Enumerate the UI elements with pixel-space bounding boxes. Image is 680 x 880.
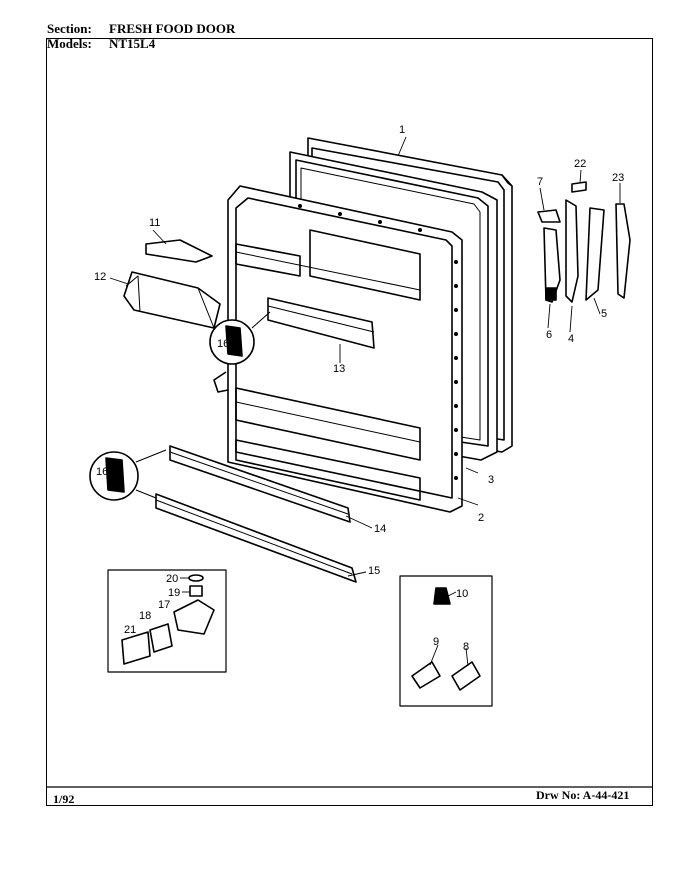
callout-16-lower: 16 xyxy=(96,466,108,478)
callout-12: 12 xyxy=(94,271,106,283)
callout-14: 14 xyxy=(374,523,386,535)
callout-13: 13 xyxy=(333,363,345,375)
hinge-cam-block xyxy=(545,287,557,301)
models-value: NT15L4 xyxy=(109,36,156,51)
callout-6: 6 xyxy=(546,329,552,341)
callout-20: 20 xyxy=(166,573,178,585)
callout-5: 5 xyxy=(601,308,607,320)
inner-door-liner xyxy=(213,185,463,513)
callout-17: 17 xyxy=(158,599,170,611)
shelf-bar-bottom xyxy=(155,493,357,583)
bar-end-cap-detail-upper xyxy=(209,311,271,365)
hinge-4 xyxy=(565,199,579,303)
footer-date: 1/92 xyxy=(53,792,75,806)
shelf-bar-middle xyxy=(267,297,375,349)
section-header: Section: FRESH FOOD DOOR xyxy=(47,22,235,36)
shelf-bar-lower xyxy=(169,445,351,523)
callout-10: 10 xyxy=(456,588,468,600)
callout-8: 8 xyxy=(463,641,469,653)
callout-3: 3 xyxy=(488,474,494,486)
shim-inset-box xyxy=(399,575,493,707)
callout-1: 1 xyxy=(399,124,405,136)
callout-9: 9 xyxy=(433,636,439,648)
hinge-bracket-7 xyxy=(537,209,561,223)
callout-4: 4 xyxy=(568,333,574,345)
hinge-cover-22 xyxy=(571,181,587,193)
callout-19: 19 xyxy=(168,587,180,599)
callout-7: 7 xyxy=(537,176,543,188)
callout-11: 11 xyxy=(149,217,160,229)
models-header: Models: NT15L4 xyxy=(47,37,155,51)
diagram-frame xyxy=(46,38,653,806)
callout-2: 2 xyxy=(478,512,484,524)
callout-15: 15 xyxy=(368,565,380,577)
door-stop-23 xyxy=(615,203,631,299)
dairy-compartment xyxy=(123,271,221,329)
callout-16-upper: 16 xyxy=(217,338,229,350)
callout-18: 18 xyxy=(139,610,151,622)
callout-21: 21 xyxy=(124,624,136,636)
hinge-inset-box xyxy=(107,569,227,673)
section-title: FRESH FOOD DOOR xyxy=(109,21,236,36)
dairy-door xyxy=(145,239,213,263)
models-label: Models: xyxy=(47,36,92,51)
bar-end-cap-detail-lower xyxy=(89,449,167,501)
callout-22: 22 xyxy=(574,158,586,170)
footer-drawing-number: Drw No: A-44-421 xyxy=(536,788,630,802)
hinge-cover-5 xyxy=(585,207,605,301)
section-label: Section: xyxy=(47,21,92,36)
callout-23: 23 xyxy=(612,172,624,184)
